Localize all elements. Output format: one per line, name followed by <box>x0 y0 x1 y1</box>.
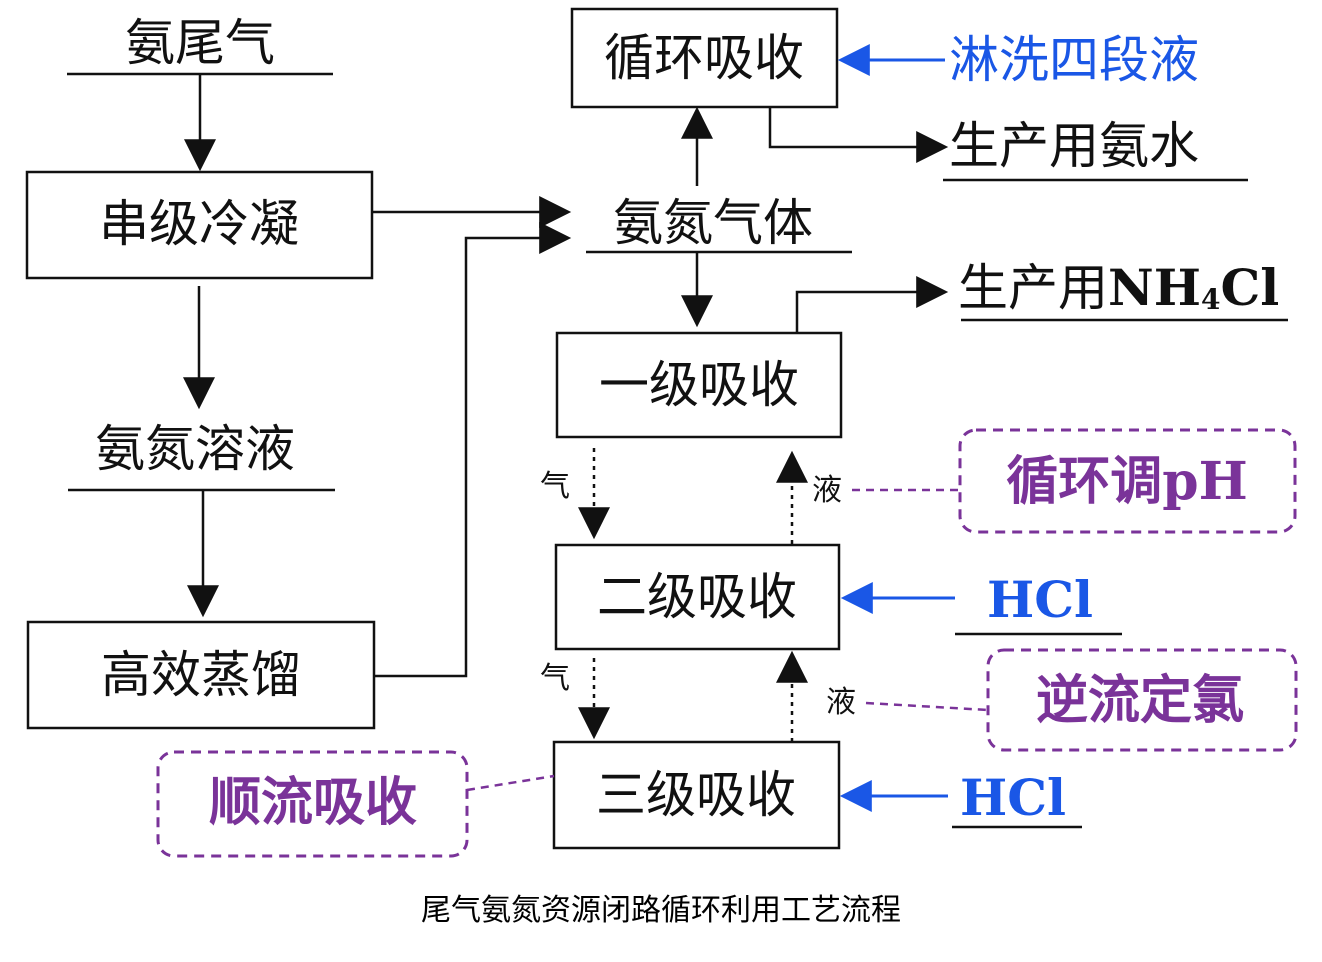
circulating-ph-note-label: 循环调pH <box>1006 451 1248 512</box>
washing-stage4-liquid-label: 淋洗四段液 <box>949 31 1199 89</box>
stage1-absorption-box <box>555 331 843 439</box>
ammonia-nitrogen-gas-label: 氨氮气体 <box>613 194 813 252</box>
note-leader-countercurrent-chlorine <box>865 701 989 712</box>
stage2-absorption-box <box>554 543 841 651</box>
high-efficiency-distillation-label: 高效蒸馏 <box>101 646 301 704</box>
countercurrent-chlorine-note-label: 逆流定氯 <box>1036 670 1244 731</box>
ammonia-tail-gas-label: 氨尾气 <box>125 14 275 72</box>
stage2-absorption-label: 二级吸收 <box>597 568 797 626</box>
stage3-absorption-box <box>552 740 841 850</box>
stage3-absorption-label: 三级吸收 <box>596 766 796 824</box>
arrow-distillation-to-gas <box>374 222 572 678</box>
liquid-flow-label-1: 液 <box>812 473 842 508</box>
countercurrent-chlorine-note-box <box>986 648 1298 752</box>
figure-caption: 尾气氨氮资源闭路循环利用工艺流程 <box>421 893 901 928</box>
note-leader-cocurrent-absorption <box>466 774 555 792</box>
production-nh4cl-label: 生产用NH4Cl <box>958 258 1279 317</box>
gas-flow-label-1: 气 <box>540 469 570 504</box>
liquid-flow-label-2: 液 <box>826 685 856 720</box>
arrow-to-production-nh4cl <box>795 276 949 333</box>
cascade-condensation-box <box>25 170 374 280</box>
circulating-absorption-label: 循环吸收 <box>604 29 804 87</box>
circulating-absorption-box <box>570 7 839 109</box>
cocurrent-absorption-note-box <box>156 750 469 858</box>
hcl-stage3-label: HCl <box>960 768 1066 827</box>
stage1-absorption-label: 一级吸收 <box>599 356 799 414</box>
circulating-ph-note-box <box>958 428 1297 534</box>
hcl-stage2-label: HCl <box>987 570 1093 629</box>
gas-flow-label-2: 气 <box>540 661 570 696</box>
production-ammonia-water-label: 生产用氨水 <box>949 117 1199 175</box>
ammonia-nitrogen-solution-label: 氨氮溶液 <box>95 420 295 478</box>
arrow-to-production-ammonia-water <box>768 107 949 163</box>
cocurrent-absorption-note-label: 顺流吸收 <box>209 772 417 833</box>
cascade-condensation-label: 串级冷凝 <box>99 195 299 253</box>
high-efficiency-distillation-box <box>26 620 376 730</box>
